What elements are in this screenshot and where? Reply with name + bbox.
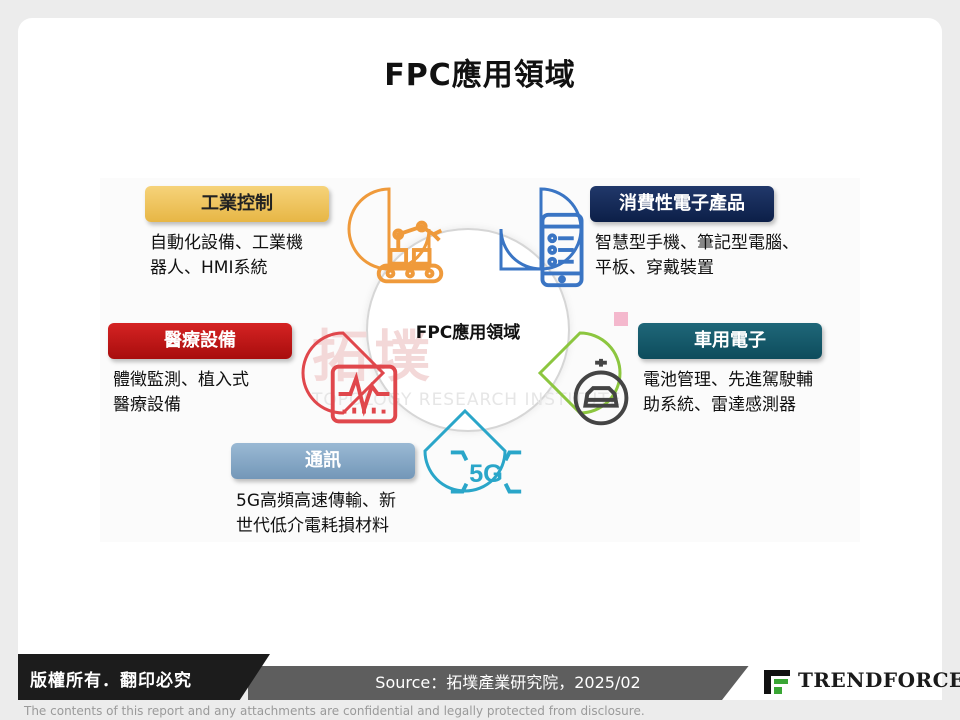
trendforce-logo-icon: [764, 670, 790, 694]
page-title: FPC應用領域: [384, 58, 576, 93]
footer-copyright: 版權所有．翻印必究: [30, 671, 192, 691]
center-label: FPC應用領域: [415, 323, 521, 343]
consumer-electronics-label: 消費性電子產品: [590, 186, 774, 222]
industrial-control-description: 自動化設備、工業機 器人、HMI系統: [150, 233, 303, 278]
industrial-drop: [346, 186, 444, 284]
footer-disclaimer: The contents of this report and any atta…: [24, 704, 645, 718]
robot-arm-icon: [376, 220, 444, 284]
automotive-drop: [537, 330, 629, 426]
industrial-control-label: 工業控制: [145, 186, 329, 222]
footer-source-bar: [248, 666, 768, 700]
heart-monitor-icon: [330, 364, 398, 424]
footer-copyright-bar: [18, 654, 270, 700]
smartphone-icon: [540, 212, 584, 288]
trendforce-logo-text: TRENDFORCE: [798, 668, 960, 692]
consumer-electronics-description: 智慧型手機、筆記型電腦、 平板、穿戴裝置: [595, 233, 799, 278]
communication-description: 5G高頻高速傳輸、新 世代低介電耗損材料: [236, 491, 396, 536]
medical-equipment-label: 醫療設備: [108, 323, 292, 359]
electric-car-icon: [573, 358, 629, 426]
communication-label: 通訊: [231, 443, 415, 479]
communication-drop: 5G: [422, 408, 522, 494]
medical-equipment-description: 體徵監測、植入式 醫療設備: [113, 370, 249, 415]
medical-drop: [300, 330, 398, 424]
automotive-electronics-label: 車用電子: [638, 323, 822, 359]
consumer-drop: [498, 186, 584, 288]
5g-icon-text: 5G: [469, 460, 503, 488]
5g-icon: 5G: [450, 450, 522, 494]
footer-source: Source：拓墣產業研究院，2025/02: [375, 673, 641, 692]
automotive-electronics-description: 電池管理、先進駕駛輔 助系統、雷達感測器: [643, 370, 813, 415]
watermark-mark: [614, 312, 628, 326]
